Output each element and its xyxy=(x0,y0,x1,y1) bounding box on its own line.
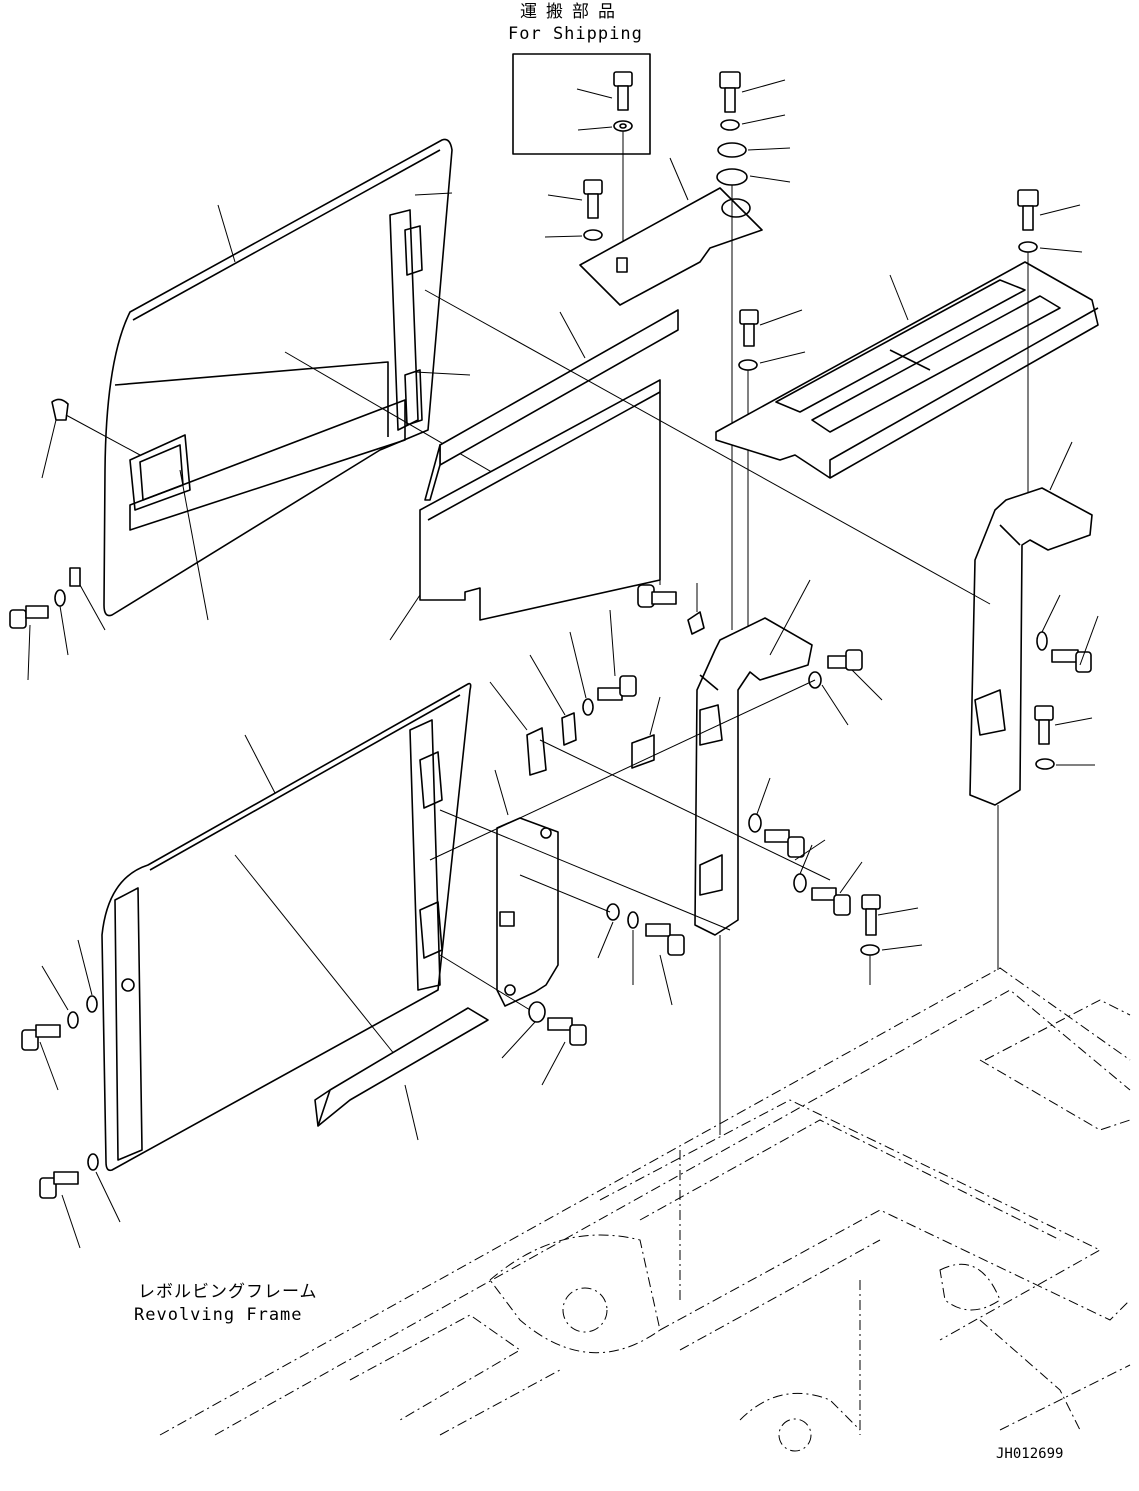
revolving-frame xyxy=(159,967,1131,1452)
upper-plate xyxy=(579,157,763,306)
lower-door-panel xyxy=(101,682,472,1172)
lower-insulation-block xyxy=(314,1007,489,1141)
step-plate-bolt xyxy=(1017,189,1083,500)
frame-label-jp: レボルビングフレーム xyxy=(138,1282,318,1302)
stacked-hardware xyxy=(716,71,791,630)
right-stand xyxy=(969,441,1093,970)
small-brackets xyxy=(489,609,661,776)
step-bolt-mid xyxy=(738,309,806,640)
right-stand-hardware xyxy=(1034,594,1099,770)
upper-door-panel xyxy=(103,138,546,621)
latch-clip xyxy=(69,567,106,631)
lower-door-hardware xyxy=(21,939,121,1249)
plate-bolt xyxy=(544,179,603,241)
upper-door-hardware xyxy=(9,192,471,681)
frame-label-en: Revolving Frame xyxy=(134,1305,303,1325)
assembly-lines xyxy=(424,289,991,1011)
middle-stand-hardware xyxy=(637,560,923,985)
shipping-box xyxy=(512,53,651,260)
door-washer-upper xyxy=(54,589,69,656)
step-plate xyxy=(715,261,1099,479)
shipping-bolt xyxy=(576,71,633,111)
side-panel-lower xyxy=(389,379,661,641)
shipping-washer xyxy=(577,120,633,132)
drawing-code: JH012699 xyxy=(996,1446,1064,1462)
vertical-bracket xyxy=(494,769,685,1086)
middle-stand xyxy=(694,579,813,1135)
shipping-label-jp: 運搬部品 xyxy=(520,2,624,22)
door-bolt-upper xyxy=(9,605,49,681)
side-panel-upper xyxy=(424,309,679,501)
shipping-label-en: For Shipping xyxy=(508,24,643,44)
